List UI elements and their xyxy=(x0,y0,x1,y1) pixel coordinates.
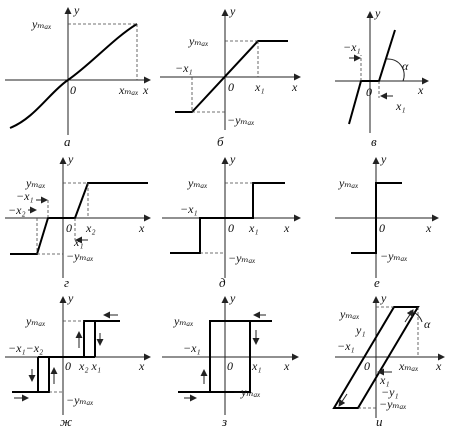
neg-ymax-label: −yₘₐₓ xyxy=(66,393,94,407)
panel-d: y x 0 yₘₐₓ −x₁ x₁ −yₘₐₓ д xyxy=(162,152,301,290)
x-label: x xyxy=(435,359,442,373)
ymax-label: yₘₐₓ xyxy=(339,307,360,321)
neg-ymax-label: −yₘₐₓ xyxy=(66,249,94,263)
panel-caption: з xyxy=(221,414,227,429)
neg-x1-neg-x2-label: −x₁−x₂ xyxy=(8,341,43,355)
x2-x1-label: x₂ x₁ xyxy=(78,359,101,373)
x-label: x xyxy=(283,221,290,235)
origin-label: 0 xyxy=(70,83,76,97)
panel-b: y x 0 yₘₐₓ x₁ −x₁ −yₘₐₓ б xyxy=(160,4,301,149)
neg-ymax-label: −yₘₐₓ xyxy=(379,397,407,411)
neg-y1-label: −y₁ xyxy=(381,385,399,399)
neg-ymax-label: −yₘₐₓ xyxy=(380,249,408,263)
saturation-line xyxy=(175,40,288,113)
panel-caption: д xyxy=(219,275,226,290)
y-label: y xyxy=(229,152,236,166)
neg-x1-label: −x₁ xyxy=(183,341,201,355)
panel-v: y x 0 −x₁ x₁ α в xyxy=(335,6,429,149)
arrow-lower-edge xyxy=(338,393,348,407)
neg-x1-label: −x₁ xyxy=(16,189,34,203)
y-label: y xyxy=(67,152,74,166)
alpha-label: α xyxy=(424,317,431,331)
x1-label: x₁ xyxy=(395,99,406,113)
saturation-curve xyxy=(9,23,138,129)
ymax-label: yₘₐₓ xyxy=(31,17,52,31)
origin-label: 0 xyxy=(65,359,71,373)
y-label: y xyxy=(229,291,236,305)
ymax-label: yₘₐₓ xyxy=(25,176,46,190)
panel-g: y x 0 yₘₐₓ −x₁ −x₂ x₂ x₁ −yₘₐₓ г xyxy=(5,152,151,290)
x1-label: x₁ xyxy=(251,359,262,373)
origin-label: 0 xyxy=(379,221,385,235)
neg-x1-label: −x₁ xyxy=(337,339,355,353)
y-label: y xyxy=(374,6,381,20)
ymax-label: yₘₐₓ xyxy=(25,314,46,328)
panel-caption: г xyxy=(64,275,69,290)
alpha-label: α xyxy=(402,59,409,73)
x-label: x xyxy=(283,359,290,373)
x-label: x xyxy=(138,221,145,235)
neg-ymax-label: −yₘₐₓ xyxy=(227,113,255,127)
x1-label: x₁ xyxy=(248,221,259,235)
x1-label: x₁ xyxy=(254,80,265,94)
neg-relay-branch xyxy=(12,357,50,393)
neg-x1-label: −x₁ xyxy=(175,61,193,75)
xmax-label: xₘₐₓ xyxy=(398,359,419,373)
neg-ymax-label: −yₘₐₓ xyxy=(233,385,261,399)
alpha-arc xyxy=(386,58,405,82)
x2-label: x₂ xyxy=(85,221,96,235)
y-label: y xyxy=(380,291,387,305)
ymax-label: yₘₐₓ xyxy=(173,314,194,328)
panel-caption: в xyxy=(371,134,377,149)
relay-dead-zone-line xyxy=(170,182,285,254)
panel-caption: а xyxy=(64,134,71,149)
ymax-label: yₘₐₓ xyxy=(187,176,208,190)
origin-label: 0 xyxy=(228,80,234,94)
panel-caption: б xyxy=(217,134,224,149)
neg-x2-label: −x₂ xyxy=(8,203,26,217)
x1-label: x₁ xyxy=(73,235,84,249)
dead-zone-line xyxy=(348,29,396,125)
xmax-label: xₘₐₓ xyxy=(118,83,139,97)
hysteresis-rectangle xyxy=(209,320,251,393)
ymax-label: yₘₐₓ xyxy=(338,176,359,190)
y-label: y xyxy=(67,291,74,305)
panel-a: y x 0 yₘₐₓ xₘₐₓ а xyxy=(5,3,151,149)
origin-label: 0 xyxy=(228,221,234,235)
panel-z: y x 0 yₘₐₓ −x₁ x₁ −yₘₐₓ з xyxy=(162,291,299,429)
panel-zh: y x 0 yₘₐₓ −x₁−x₂ x₂ x₁ −yₘₐₓ ж xyxy=(5,291,151,429)
ymax-label: yₘₐₓ xyxy=(188,34,209,48)
x-label: x xyxy=(425,221,432,235)
origin-label: 0 xyxy=(227,359,233,373)
panel-caption: ж xyxy=(60,414,72,429)
neg-ymax-label: −yₘₐₓ xyxy=(228,251,256,265)
x-label: x xyxy=(142,83,149,97)
y1-label: y₁ xyxy=(355,323,366,337)
x-label: x xyxy=(138,359,145,373)
neg-x1-label: −x₁ xyxy=(343,40,361,54)
dead-zone-saturation-line xyxy=(10,182,148,255)
arrow-upper-edge xyxy=(404,309,414,323)
origin-label: 0 xyxy=(364,359,370,373)
y-label: y xyxy=(73,3,80,17)
panel-i: y x 0 yₘₐₓ y₁ −x₁ xₘₐₓ x₁ −y₁ −yₘₐₓ α и xyxy=(332,291,445,429)
neg-x1-label: −x₁ xyxy=(180,202,198,216)
alpha-arc xyxy=(409,310,423,323)
ideal-relay-line xyxy=(351,182,402,254)
x1-label: x₁ xyxy=(379,373,390,387)
x-label: x xyxy=(417,83,424,97)
y-label: y xyxy=(229,4,236,18)
origin-label: 0 xyxy=(366,85,372,99)
y-label: y xyxy=(380,152,387,166)
x-label: x xyxy=(291,80,298,94)
origin-label: 0 xyxy=(66,221,72,235)
panel-caption: и xyxy=(376,414,383,429)
pos-relay-branch xyxy=(83,320,120,357)
panel-e: y x 0 yₘₐₓ −yₘₐₓ е xyxy=(335,152,439,290)
panel-caption: е xyxy=(374,275,380,290)
